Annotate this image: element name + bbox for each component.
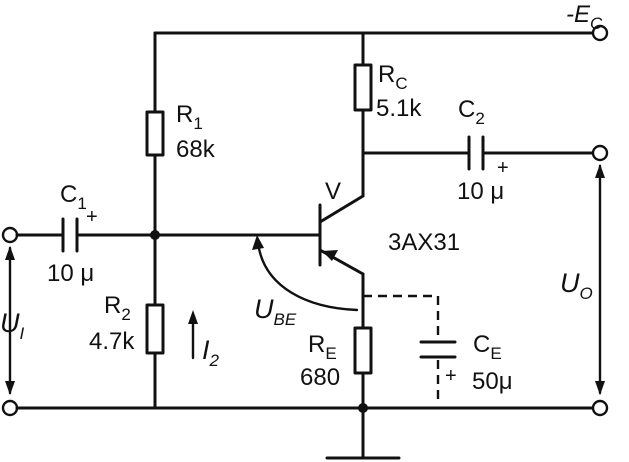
uo-sub: O <box>579 284 593 303</box>
r1-resistor <box>145 110 165 157</box>
i2-label: I2 <box>202 335 219 370</box>
r1-sub: 1 <box>193 114 203 133</box>
c2-sub: 2 <box>475 109 485 128</box>
re-name: R <box>308 331 326 358</box>
transistor-collector-lead <box>318 194 365 224</box>
ce-polarity: + <box>445 365 457 387</box>
r1-label: R1 <box>176 101 203 133</box>
ui-sub: I <box>19 324 25 343</box>
ui-name: U <box>0 308 20 338</box>
ui-arrowhead-down <box>5 381 15 395</box>
rc-resistor <box>353 63 373 112</box>
emitter-arrow <box>322 250 338 261</box>
c2-polarity: + <box>497 157 509 179</box>
output-top-terminal <box>591 144 609 162</box>
i2-arrowhead <box>188 310 198 324</box>
supply-terminal <box>591 24 609 42</box>
output-bottom-terminal <box>591 399 609 417</box>
rc-value: 5.1k <box>376 95 422 122</box>
r2-value: 4.7k <box>89 328 135 355</box>
c1-label: C1 <box>60 181 87 213</box>
r1-value: 68k <box>176 136 215 163</box>
ube-arc <box>256 241 359 312</box>
c1-name: C <box>60 181 78 208</box>
ce-value: 50μ <box>472 368 513 395</box>
input-bottom-terminal <box>1 399 19 417</box>
ube-label: UBE <box>254 294 296 329</box>
uo-arrowhead-up <box>595 164 605 178</box>
r1-name: R <box>176 101 194 128</box>
i2-sub: 2 <box>209 351 219 370</box>
c2-value: 10 μ <box>457 178 505 205</box>
rc-sub: C <box>395 74 408 93</box>
ube-sub: BE <box>273 310 297 329</box>
re-resistor <box>353 326 373 375</box>
c2-name: C <box>458 96 476 123</box>
ce-top-dashed-wire <box>363 294 440 340</box>
c1-polarity: + <box>86 206 98 228</box>
re-sub: E <box>325 344 337 363</box>
rc-label: RC <box>378 61 408 93</box>
c2-label: C2 <box>458 96 485 128</box>
ube-name: U <box>254 294 274 324</box>
ce-name: C <box>473 331 491 358</box>
r2-resistor <box>145 303 165 355</box>
c1-value: 10 μ <box>47 260 95 287</box>
r2-name: R <box>104 292 122 319</box>
supply-label: -EC <box>566 1 602 33</box>
input-top-terminal <box>1 226 19 244</box>
ce-sub: E <box>490 344 502 363</box>
transistor-ref: V <box>325 178 342 205</box>
rc-name: R <box>378 61 396 88</box>
supply-name: -E <box>566 1 590 28</box>
c1-sub: 1 <box>77 194 87 213</box>
re-value: 680 <box>300 364 341 391</box>
ui-label: UI <box>0 308 24 343</box>
r2-sub: 2 <box>121 305 131 324</box>
ce-label: CE <box>473 331 502 363</box>
uo-arrowhead-down <box>595 381 605 395</box>
r2-label: R2 <box>104 292 131 324</box>
ui-arrowhead-up <box>5 246 15 260</box>
uo-label: UO <box>560 268 593 303</box>
supply-sub: C <box>590 14 603 33</box>
re-label: RE <box>308 331 337 363</box>
ube-arrowhead <box>252 235 264 250</box>
i2-name: I <box>202 335 210 365</box>
uo-name: U <box>560 268 580 298</box>
transistor-model: 3AX31 <box>388 229 461 256</box>
